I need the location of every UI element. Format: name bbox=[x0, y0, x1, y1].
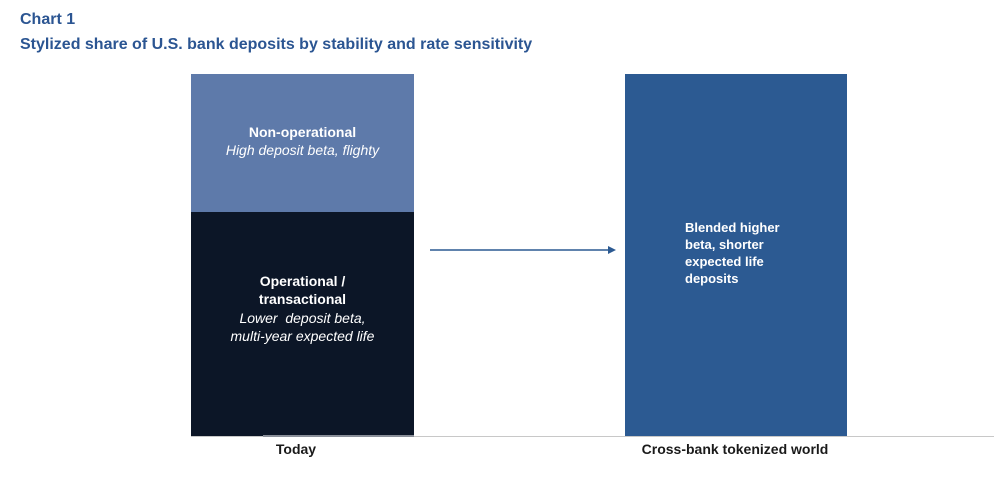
bar-segment-operational bbox=[191, 212, 414, 437]
bar-segment-blended bbox=[625, 74, 847, 437]
segment-label-blended-line2: beta, shorter bbox=[685, 237, 764, 252]
x-tick-label-tokenized: Cross-bank tokenized world bbox=[641, 441, 829, 457]
segment-sublabel-operational-line1: Lower deposit beta, bbox=[239, 310, 366, 326]
segment-label-operational-line2: transactional bbox=[258, 291, 347, 307]
segment-label-blended: Blended higher beta, shorter expected li… bbox=[685, 219, 835, 287]
x-tick-label-today: Today bbox=[275, 441, 317, 457]
segment-label-blended-line4: deposits bbox=[685, 271, 739, 286]
segment-sublabel-non-operational: High deposit beta, flighty bbox=[225, 142, 380, 158]
chart-number: Chart 1 bbox=[20, 11, 76, 28]
segment-label-operational-line1: Operational / bbox=[259, 273, 346, 289]
segment-label-blended-line3: expected life bbox=[685, 254, 764, 269]
segment-label-blended-line1: Blended higher bbox=[685, 220, 780, 235]
segment-sublabel-operational-line2: multi-year expected life bbox=[230, 328, 375, 344]
x-axis-line bbox=[191, 436, 994, 437]
transition-arrow bbox=[430, 246, 616, 254]
bar-segment-non-operational bbox=[191, 74, 414, 212]
chart-title: Stylized share of U.S. bank deposits by … bbox=[20, 36, 533, 53]
x-axis-mark bbox=[263, 435, 414, 437]
segment-label-non-operational: Non-operational bbox=[248, 124, 357, 140]
